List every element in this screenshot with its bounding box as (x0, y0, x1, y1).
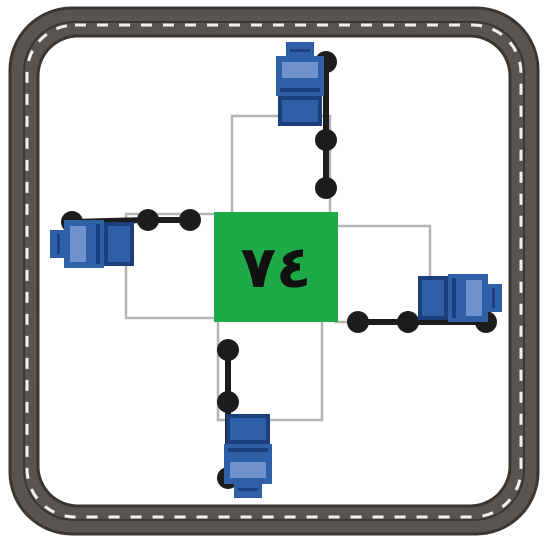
truck-icon (50, 220, 134, 268)
truck-left[interactable] (50, 220, 134, 268)
arm-top (230, 114, 332, 218)
truck-icon (224, 414, 272, 498)
peg (217, 391, 239, 413)
peg (137, 209, 159, 231)
truck-top[interactable] (276, 42, 324, 126)
peg (315, 129, 337, 151)
truck-part (290, 49, 310, 52)
truck-icon (418, 274, 502, 322)
peg (397, 311, 419, 333)
peg (217, 339, 239, 361)
truck-part (230, 462, 266, 478)
truck-part (57, 234, 60, 254)
truck-part (280, 88, 320, 92)
peg (315, 177, 337, 199)
truck-part (230, 418, 266, 440)
peg (179, 209, 201, 231)
arm-right (334, 224, 432, 324)
truck-part (70, 226, 86, 262)
truck-part (108, 226, 130, 262)
arm-left (124, 212, 220, 320)
truck-part (282, 62, 318, 78)
truck-part (282, 100, 318, 122)
truck-part (452, 278, 456, 318)
truck-part (228, 448, 268, 452)
truck-part (492, 288, 495, 308)
truck-right[interactable] (418, 274, 502, 322)
peg (347, 311, 369, 333)
center-number-tile[interactable] (214, 212, 338, 322)
truck-part (466, 280, 482, 316)
truck-icon (276, 42, 324, 126)
truck-part (422, 280, 444, 316)
truck-bottom[interactable] (224, 414, 272, 498)
truck-part (238, 488, 258, 491)
truck-part (96, 224, 100, 264)
